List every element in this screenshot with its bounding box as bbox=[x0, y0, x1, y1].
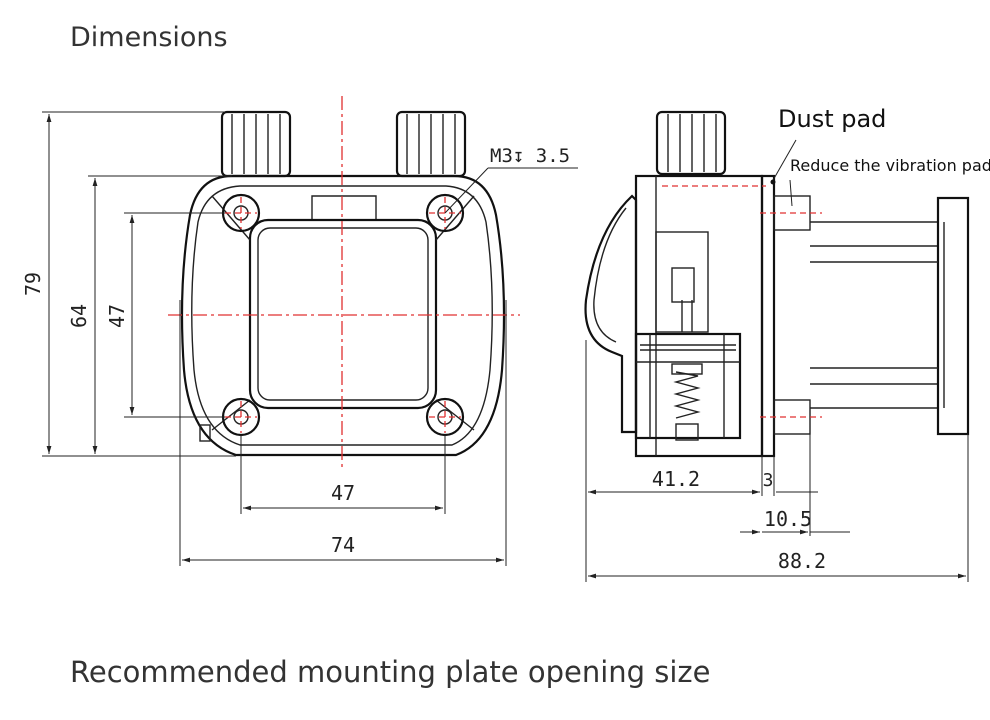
dim-hole-spacing-vertical: 47 bbox=[105, 304, 129, 328]
dim-overall-width: 74 bbox=[331, 533, 355, 557]
dust-pad-label: Dust pad bbox=[778, 105, 886, 133]
side-cover bbox=[584, 194, 638, 434]
roller-block bbox=[634, 332, 742, 440]
page-title: Dimensions bbox=[70, 22, 228, 53]
dim-hole-spacing-horizontal: 47 bbox=[331, 481, 355, 505]
side-housing bbox=[634, 174, 764, 458]
dim-overall-length: 88.2 bbox=[778, 549, 826, 573]
dust-pad-plate bbox=[760, 174, 776, 458]
inner-window bbox=[248, 218, 438, 410]
dim-pad-thickness: 3 bbox=[763, 470, 774, 491]
side-knob bbox=[655, 110, 727, 176]
pump-body-outline bbox=[180, 174, 506, 457]
front-view: 79 64 47 47 74 M3↧ 3.5 bbox=[21, 96, 578, 566]
dim-mount-height: 64 bbox=[67, 304, 91, 328]
right-knob bbox=[395, 110, 467, 178]
thread-callout: M3↧ 3.5 bbox=[490, 145, 570, 167]
section-heading: Recommended mounting plate opening size bbox=[70, 655, 711, 689]
dim-overall-height: 79 bbox=[21, 272, 45, 296]
spring bbox=[673, 371, 701, 419]
motor-end-cap bbox=[936, 196, 970, 436]
dim-flange-depth: 10.5 bbox=[764, 507, 812, 531]
side-view: Dust pad Reduce the vibration pad 41.2 3… bbox=[584, 105, 990, 582]
vibration-pad-label: Reduce the vibration pad bbox=[790, 156, 990, 175]
dim-body-depth: 41.2 bbox=[652, 467, 700, 491]
left-knob bbox=[220, 110, 292, 178]
